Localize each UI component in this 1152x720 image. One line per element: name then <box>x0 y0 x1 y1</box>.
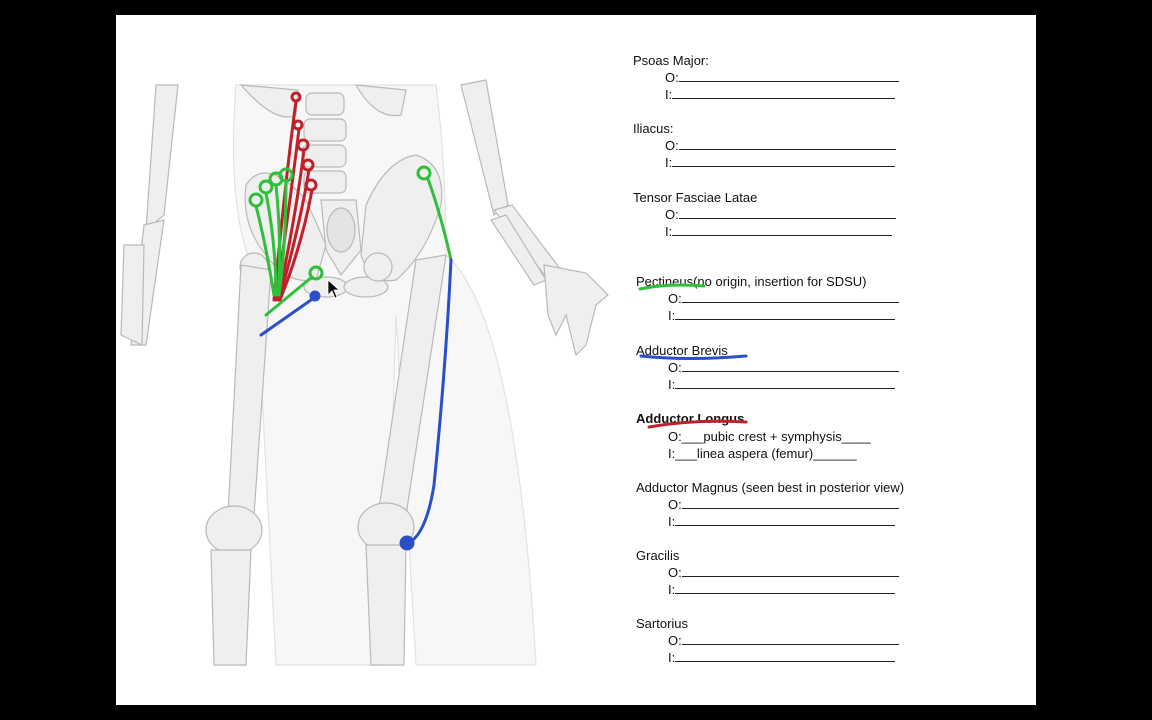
origin-line-sartorius[interactable]: O: <box>668 633 899 648</box>
origin-line-adductor-longus[interactable]: O:___pubic crest + symphysis____ <box>668 429 871 444</box>
entry-title-psoas-major: Psoas Major: <box>633 53 709 68</box>
insertion-line-psoas-major[interactable]: I: <box>665 87 896 102</box>
cursor-icon <box>327 279 341 299</box>
red-underline-mark <box>647 419 748 429</box>
entry-title-gracilis: Gracilis <box>636 548 680 563</box>
origin-line-pectineus[interactable]: O: <box>668 291 899 306</box>
insertion-line-adductor-magnus[interactable]: I: <box>668 514 896 529</box>
origin-line-psoas-major[interactable]: O: <box>665 70 899 85</box>
origin-line-adductor-brevis[interactable]: O: <box>668 360 899 375</box>
origin-value-adductor-longus: ___pubic crest + symphysis____ <box>681 429 871 444</box>
insertion-line-tfl[interactable]: I: <box>665 224 893 239</box>
origin-line-gracilis[interactable]: O: <box>668 565 899 580</box>
blue-underline-mark <box>639 354 748 360</box>
insertion-line-gracilis[interactable]: I: <box>668 582 896 597</box>
insertion-line-adductor-longus[interactable]: I:___linea aspera (femur)______ <box>668 446 857 461</box>
skeleton-illustration <box>120 79 609 666</box>
insertion-line-iliacus[interactable]: I: <box>665 155 896 170</box>
entry-title-sartorius: Sartorius <box>636 616 689 631</box>
green-underline-mark <box>638 283 706 291</box>
insertion-line-sartorius[interactable]: I: <box>668 650 896 665</box>
origin-line-adductor-magnus[interactable]: O: <box>668 497 899 512</box>
entry-title-adductor-brevis: Adductor Brevis <box>636 343 728 358</box>
insertion-value-adductor-longus: ___linea aspera (femur)______ <box>675 446 857 461</box>
insertion-line-pectineus[interactable]: I: <box>668 308 896 323</box>
entry-title-adductor-magnus: Adductor Magnus (seen best in posterior … <box>636 480 905 495</box>
origin-line-iliacus[interactable]: O: <box>665 138 896 153</box>
pectineus-note: (no origin, insertion for SDSU) <box>693 274 867 289</box>
entry-title-tensor-fasciae-latae: Tensor Fasciae Latae <box>633 190 758 205</box>
entry-title-iliacus: Iliacus: <box>633 121 674 136</box>
insertion-line-adductor-brevis[interactable]: I: <box>668 377 896 392</box>
slide: Psoas Major: O: I: Iliacus: O: I: Tensor… <box>116 15 1036 705</box>
origin-line-tfl[interactable]: O: <box>665 207 896 222</box>
